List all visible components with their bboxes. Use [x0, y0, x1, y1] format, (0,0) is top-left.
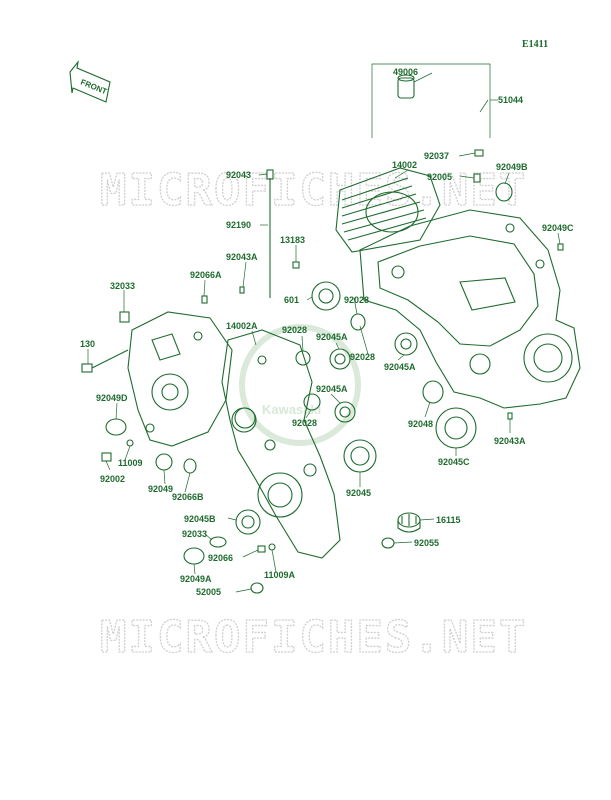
part-label: 92049 [148, 484, 173, 494]
plug-52005-icon [250, 582, 264, 594]
gasket-11009A-icon [268, 543, 276, 551]
part-label: 11009 [118, 458, 143, 468]
pin-92043A-2-icon [507, 412, 513, 420]
part-label: 601 [284, 295, 299, 305]
watermark-top: MICROFICHES.NET [100, 165, 527, 216]
pin-92043A-icon [239, 286, 245, 294]
cylinder-block [335, 167, 441, 253]
clamp-92037-icon [474, 149, 484, 157]
pin-92049C-icon [557, 243, 564, 251]
part-label: 92048 [408, 419, 433, 429]
seal-92049D-icon [105, 418, 127, 436]
leader-lines [87, 72, 561, 593]
part-label: 92045A [316, 384, 348, 394]
part-labels: 49006 51044 92037 92049B 14002 92005 920… [80, 67, 574, 597]
circlip-92033-icon [209, 536, 227, 548]
part-label: 92043A [494, 436, 526, 446]
bearing-92045A-3-icon [334, 401, 356, 423]
part-label: 92066A [190, 270, 222, 280]
part-label: 32033 [110, 281, 135, 291]
part-label: 13183 [280, 235, 305, 245]
part-label: 11009A [264, 570, 296, 580]
part-label: 130 [80, 339, 95, 349]
part-label: 92033 [182, 529, 207, 539]
oil-pipe-92190 [266, 169, 274, 298]
part-label: 92045B [184, 514, 216, 524]
part-label: 92190 [226, 220, 251, 230]
part-label: 14002A [226, 321, 258, 331]
part-label: 92049D [96, 393, 128, 403]
part-label: 92049C [542, 223, 574, 233]
plug-32033-icon [119, 311, 130, 323]
bearings [105, 182, 513, 594]
bolt-130-icon [81, 363, 93, 373]
bearing-601-icon [311, 281, 341, 311]
front-label: FRONT [79, 78, 108, 97]
bolt-92002-icon [101, 452, 112, 462]
fasteners [81, 149, 564, 553]
part-label: 92028 [350, 352, 375, 362]
collar-92028-c-icon [303, 393, 321, 411]
part-label: 92045A [384, 362, 416, 372]
bearing-92045C-icon [435, 407, 477, 449]
part-label: 16115 [436, 515, 461, 525]
part-label: 92037 [424, 151, 449, 161]
part-label: 92055 [414, 538, 439, 548]
bearing-92045A-2-icon [394, 332, 418, 356]
part-label: 92005 [427, 172, 452, 182]
diagram-code: E1411 [522, 39, 548, 50]
seal-92049A-icon [183, 547, 205, 565]
breather-box [371, 63, 498, 150]
oil-filler-cap-16115 [397, 512, 421, 533]
pin-92066-icon [257, 545, 266, 553]
part-label: 92028 [292, 418, 317, 428]
bearing-92045A-icon [329, 348, 351, 370]
collar-92028-b-icon [350, 313, 366, 331]
part-label: 92045C [438, 457, 470, 467]
part-label: 49006 [393, 67, 418, 77]
part-label: 92049B [496, 162, 528, 172]
side-cover [127, 311, 233, 447]
crankcase-right-half [359, 209, 581, 409]
part-label: 51044 [498, 95, 523, 105]
part-label: 92028 [344, 295, 369, 305]
gasket-11009-icon [126, 439, 134, 447]
part-label: 92045 [346, 488, 371, 498]
part-label: 92066 [208, 553, 233, 563]
part-label: 92028 [282, 325, 307, 335]
oring-92055-icon [381, 537, 395, 549]
cap-92066B-icon [183, 458, 197, 474]
bearing-92045B-icon [235, 509, 261, 535]
front-arrow-icon: FRONT [69, 60, 111, 103]
clip-13183-icon [292, 261, 300, 269]
seal-92049-icon [155, 453, 173, 471]
part-label: 52005 [196, 587, 221, 597]
part-label: 92049A [180, 574, 212, 584]
pin-92066A-icon [201, 295, 208, 304]
watermark-bottom: MICROFICHES.NET [100, 612, 527, 663]
part-label: 92066B [172, 492, 204, 502]
breather-fitting-icon [397, 77, 415, 99]
collar-92048-icon [422, 380, 444, 404]
seal-92049B-icon [495, 182, 513, 202]
bearing-92045-icon [343, 439, 377, 473]
crankcase-left-half [221, 329, 341, 559]
collar-92028-d-icon [234, 407, 256, 429]
part-label: 92002 [100, 474, 125, 484]
part-label: 92043A [226, 252, 258, 262]
part-label: 14002 [392, 160, 417, 170]
part-label: 92043 [226, 170, 251, 180]
part-label: 92045A [316, 332, 348, 342]
